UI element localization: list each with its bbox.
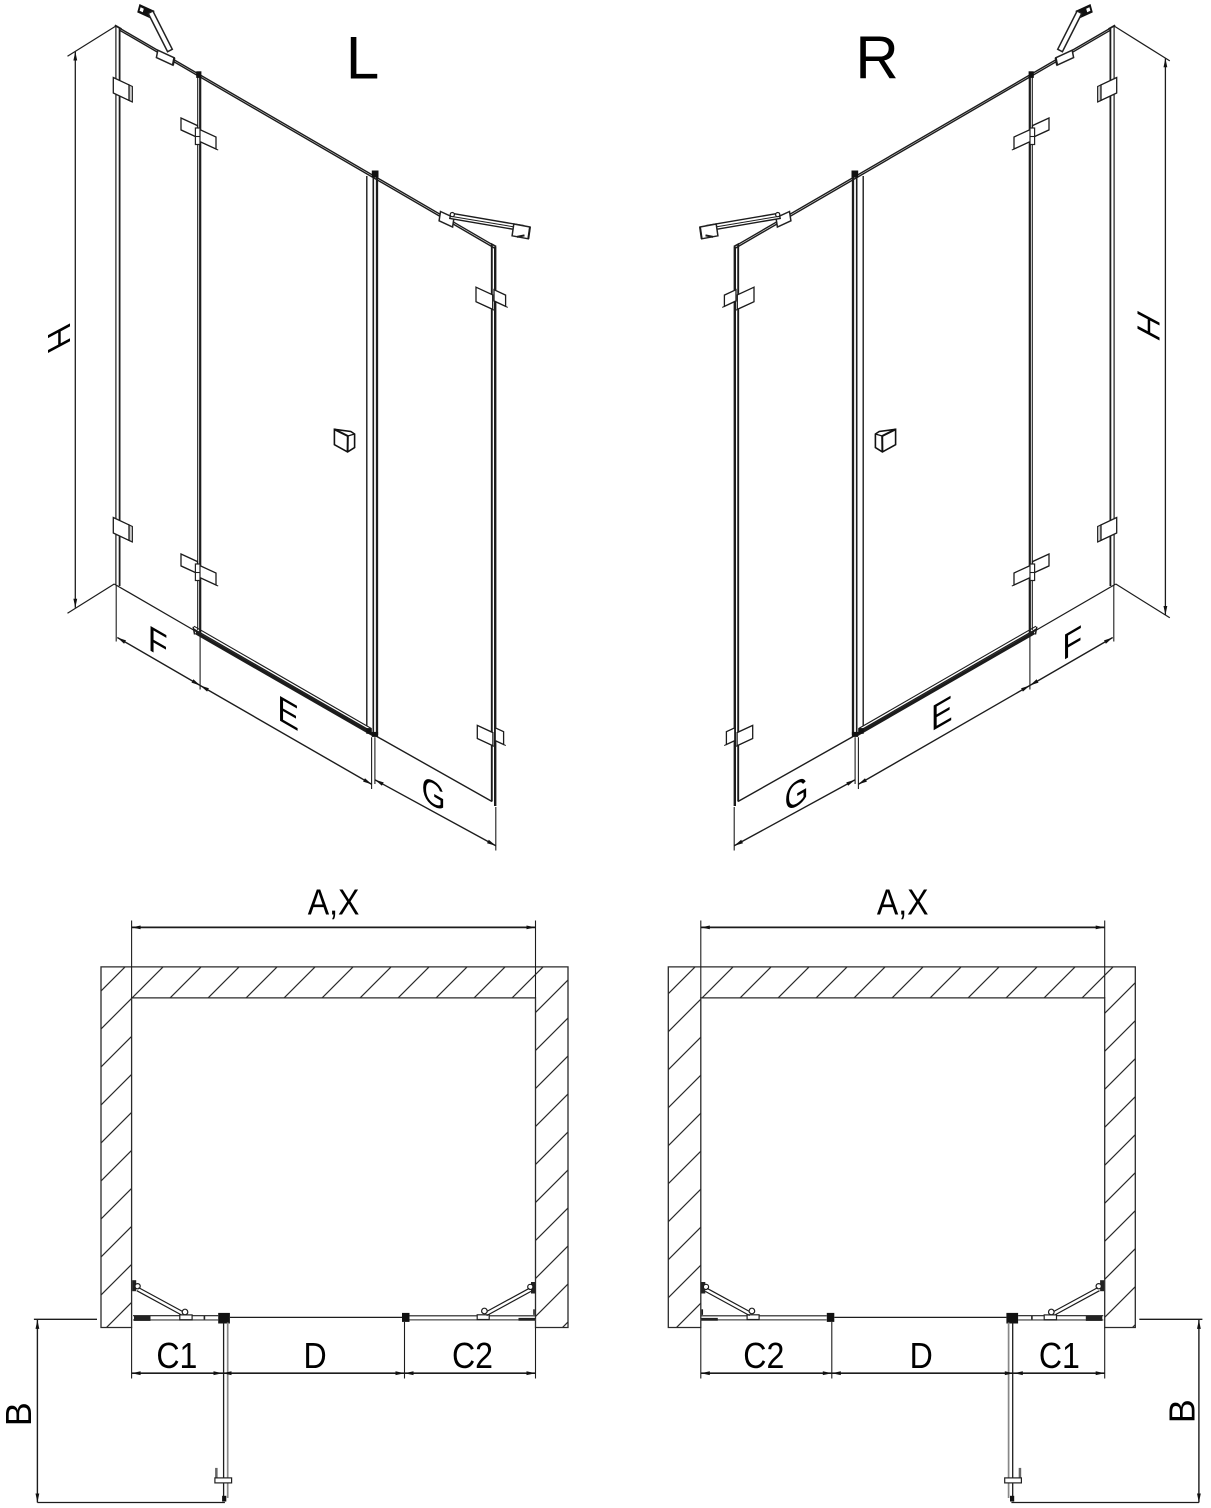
svg-text:C1: C1 <box>1039 1336 1080 1376</box>
svg-text:B: B <box>0 1402 39 1426</box>
svg-text:E: E <box>931 687 953 740</box>
svg-text:D: D <box>304 1336 327 1376</box>
svg-text:D: D <box>910 1336 933 1376</box>
svg-text:A,X: A,X <box>308 883 360 923</box>
svg-text:C2: C2 <box>743 1336 784 1376</box>
svg-text:R: R <box>855 25 898 92</box>
svg-text:C1: C1 <box>156 1336 197 1376</box>
svg-text:L: L <box>346 25 379 92</box>
svg-text:E: E <box>277 687 299 740</box>
svg-text:A,X: A,X <box>877 883 929 923</box>
svg-text:B: B <box>1161 1399 1202 1423</box>
svg-text:C2: C2 <box>452 1336 493 1376</box>
svg-text:G: G <box>422 767 446 821</box>
svg-text:G: G <box>785 767 809 821</box>
svg-text:F: F <box>1062 617 1082 669</box>
svg-text:F: F <box>148 617 168 669</box>
